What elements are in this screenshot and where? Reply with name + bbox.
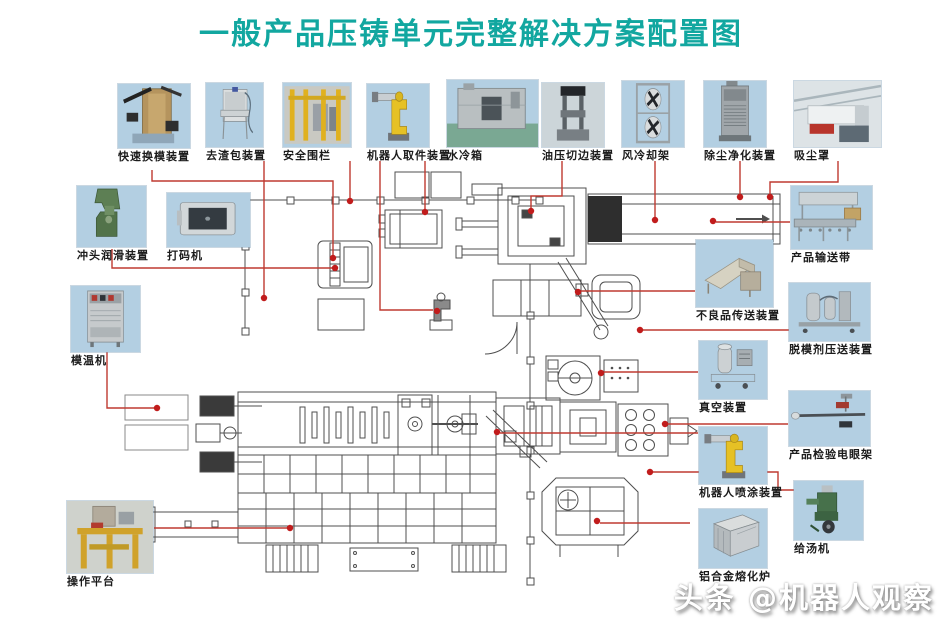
equipment-label: 风冷却架	[622, 149, 670, 162]
equipment-item-inspection-photoeye: 产品检验电眼架	[789, 391, 873, 461]
equipment-item-vacuum-unit: 真空装置	[699, 341, 767, 414]
cabinet-photo	[87, 290, 124, 348]
tank-pump-photo	[798, 291, 861, 334]
hood-photo	[794, 81, 881, 147]
equipment-label: 安全围栏	[283, 149, 331, 162]
equipment-label: 模温机	[71, 354, 107, 367]
equipment-item-robot-extractor: 机器人取件装置	[367, 84, 451, 162]
green-ladler-photo	[806, 485, 839, 534]
dust-cabinet-photo	[718, 81, 752, 142]
equipment-item-dust-purifier: 除尘净化装置	[704, 81, 776, 162]
furnace-photo	[712, 514, 760, 557]
equipment-label: 真空装置	[699, 401, 747, 414]
slag-cabinet-photo	[220, 87, 254, 140]
marker-photo	[176, 202, 236, 236]
yellow-robot-photo	[704, 433, 746, 479]
green-device-photo	[94, 188, 121, 237]
yellow-fence-photo	[284, 86, 350, 144]
equipment-label: 水冷箱	[447, 149, 483, 162]
photoeye-boom-photo	[791, 393, 866, 428]
die-block-photo	[123, 85, 182, 144]
equipment-item-melting-furnace: 铝合金熔化炉	[699, 509, 771, 583]
equipment-item-marking-machine: 打码机	[167, 193, 250, 262]
watermark-text: 头条 @机器人观察	[673, 581, 934, 615]
equipment-label: 打码机	[167, 249, 203, 262]
chute-photo	[704, 257, 762, 297]
equipment-label: 操作平台	[67, 575, 115, 588]
equipment-label: 给汤机	[794, 542, 830, 555]
page-title: 一般产品压铸单元完整解决方案配置图	[199, 17, 743, 52]
equipment-item-trimming-press: 油压切边装置	[542, 83, 614, 162]
equipment-label: 吸尘罩	[794, 149, 830, 162]
fan-rack-photo	[635, 83, 671, 144]
yellow-robot-photo	[371, 91, 410, 141]
equipment-item-plunger-lubricator: 冲头润滑装置	[77, 186, 149, 262]
equipment-label: 机器人取件装置	[367, 149, 451, 162]
equipment-label: 去渣包装置	[206, 149, 266, 162]
equipment-label: 冲头润滑装置	[77, 249, 149, 262]
vacuum-tank-photo	[710, 343, 756, 389]
equipment-item-water-cooling-tank: 水冷箱	[447, 80, 538, 162]
equipment-item-dust-hood: 吸尘罩	[794, 81, 881, 162]
equipment-label: 快速换模装置	[118, 150, 190, 163]
equipment-label: 产品输送带	[791, 251, 851, 264]
water-tank-photo	[447, 83, 538, 147]
equipment-item-release-agent-feeder: 脱模剂压送装置	[789, 283, 873, 356]
trim-press-photo	[542, 83, 604, 147]
equipment-label: 产品检验电眼架	[789, 448, 873, 461]
equipment-item-product-conveyor: 产品输送带	[791, 186, 872, 264]
platform-photo	[67, 501, 153, 573]
equipment-item-air-cooling-rack: 风冷却架	[622, 81, 684, 162]
equipment-item-robot-sprayer: 机器人喷涂装置	[699, 427, 783, 499]
equipment-item-safety-fence: 安全围栏	[283, 83, 351, 162]
equipment-item-slag-removal: 去渣包装置	[206, 83, 266, 162]
equipment-label: 不良品传送装置	[696, 309, 780, 322]
equipment-item-quick-die-change: 快速换模装置	[118, 84, 190, 163]
equipment-item-mold-temp-controller: 模温机	[71, 286, 140, 367]
equipment-label: 机器人喷涂装置	[699, 486, 783, 499]
equipment-item-ladle-feeder: 给汤机	[794, 481, 863, 555]
equipment-item-reject-conveyor: 不良品传送装置	[696, 240, 780, 322]
equipment-label: 铝合金熔化炉	[699, 570, 771, 583]
conveyor-photo	[793, 191, 862, 242]
equipment-label: 油压切边装置	[542, 149, 614, 162]
equipment-label: 除尘净化装置	[704, 149, 776, 162]
equipment-item-operation-platform: 操作平台	[67, 501, 153, 588]
equipment-label: 脱模剂压送装置	[789, 343, 873, 356]
